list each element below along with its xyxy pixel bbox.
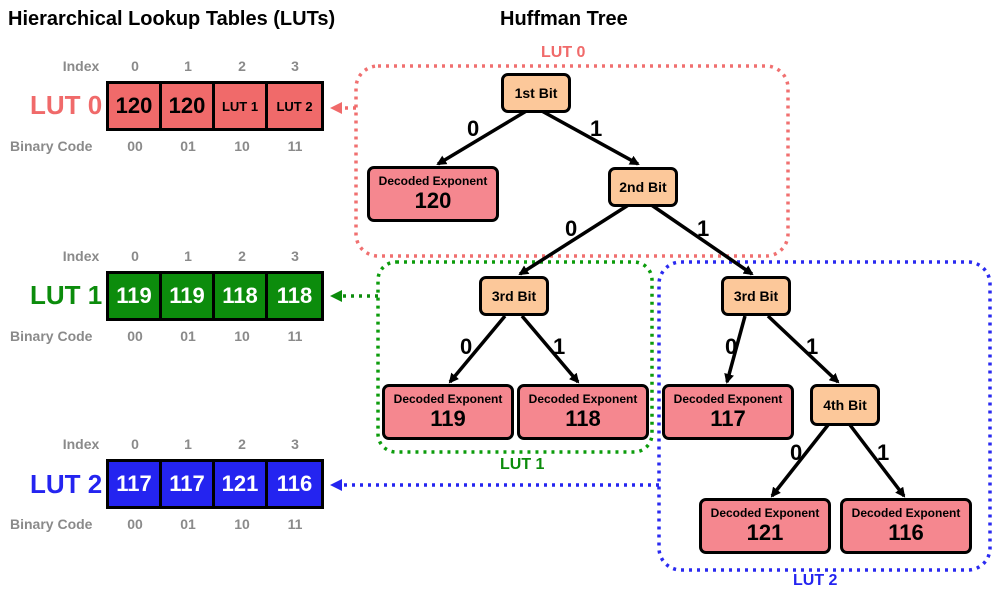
leaf-title: Decoded Exponent — [378, 174, 488, 188]
edge-b4-l121 — [770, 423, 830, 498]
binary-row-label-lut2: Binary Code — [10, 516, 93, 532]
binary-11: 11 — [287, 328, 303, 344]
edge-label-b2-0: 0 — [565, 216, 578, 241]
leaf-value: 118 — [565, 406, 601, 431]
node-4th-bit: 4th Bit — [810, 384, 880, 426]
leaf-118: Decoded Exponent 118 — [517, 384, 649, 440]
binary-00: 00 — [127, 516, 143, 532]
lut0-cell-2: LUT 1 — [215, 84, 268, 128]
lut1-cell-1: 119 — [162, 274, 215, 318]
binary-01: 01 — [180, 138, 196, 154]
node-1st-bit: 1st Bit — [501, 73, 571, 113]
lut1-label: LUT 1 — [30, 280, 103, 310]
edge-label-b3a-0: 0 — [460, 334, 473, 359]
lut0-cell-1: 120 — [162, 84, 215, 128]
lut2-cell-0: 117 — [109, 462, 162, 506]
group-label-lut1: LUT 1 — [500, 456, 545, 473]
binary-00: 00 — [127, 138, 143, 154]
edge-label-b1-1: 1 — [590, 116, 603, 141]
binary-11: 11 — [287, 138, 303, 154]
lut2-table: 117 117 121 116 — [106, 459, 324, 509]
binary-row-label-lut0: Binary Code — [10, 138, 93, 154]
lut1-cell-2: 118 — [215, 274, 268, 318]
lut0-cell-0: 120 — [109, 84, 162, 128]
node-2nd-bit: 2nd Bit — [608, 167, 678, 207]
node-3rd-bit-left: 3rd Bit — [479, 276, 549, 316]
edge-b3b-b4 — [766, 314, 840, 384]
huffman-tree-title: Huffman Tree — [500, 8, 628, 30]
edge-label-b2-1: 1 — [697, 216, 710, 241]
lut0-label: LUT 0 — [30, 90, 103, 120]
edge-label-b1-0: 0 — [467, 116, 480, 141]
index-row-label-lut0: Index — [62, 58, 100, 74]
leaf-value: 121 — [746, 520, 784, 545]
edge-b3b-l117 — [724, 315, 747, 384]
group-box-lut0 — [354, 64, 790, 258]
leaf-value: 117 — [710, 406, 746, 431]
index-0: 0 — [131, 58, 139, 74]
edge-label-b4-1: 1 — [877, 440, 890, 465]
edge-b3a-l118 — [520, 314, 580, 384]
index-row-label-lut2: Index — [62, 436, 100, 452]
edge-label-b3b-0: 0 — [725, 334, 738, 359]
leaf-title: Decoded Exponent — [528, 392, 638, 406]
leaf-120: Decoded Exponent 120 — [367, 166, 499, 222]
index-1: 1 — [184, 248, 192, 264]
index-1: 1 — [184, 436, 192, 452]
index-3: 3 — [291, 248, 299, 264]
edge-b3a-l119 — [448, 314, 507, 384]
leaf-value: 119 — [430, 406, 466, 431]
binary-10: 10 — [234, 328, 250, 344]
index-3: 3 — [291, 58, 299, 74]
group-box-lut2 — [657, 260, 992, 572]
index-2: 2 — [238, 436, 246, 452]
index-2: 2 — [238, 58, 246, 74]
binary-row-label-lut1: Binary Code — [10, 328, 93, 344]
edge-label-b3a-1: 1 — [553, 334, 566, 359]
index-1: 1 — [184, 58, 192, 74]
binary-01: 01 — [180, 516, 196, 532]
binary-10: 10 — [234, 516, 250, 532]
lut2-label: LUT 2 — [30, 469, 103, 499]
index-0: 0 — [131, 436, 139, 452]
lut2-cell-2: 121 — [215, 462, 268, 506]
index-2: 2 — [238, 248, 246, 264]
node-3rd-bit-right: 3rd Bit — [721, 276, 791, 316]
binary-01: 01 — [180, 328, 196, 344]
lut0-table: 120 120 LUT 1 LUT 2 — [106, 81, 324, 131]
edge-b2-b3a — [518, 202, 631, 276]
leaf-117: Decoded Exponent 117 — [662, 384, 794, 440]
leaf-value: 120 — [414, 188, 452, 213]
binary-10: 10 — [234, 138, 250, 154]
leaf-119: Decoded Exponent 119 — [382, 384, 514, 440]
leaf-title: Decoded Exponent — [851, 506, 961, 520]
index-row-label-lut1: Index — [62, 248, 100, 264]
group-label-lut0: LUT 0 — [541, 44, 586, 61]
lut0-cell-3: LUT 2 — [268, 84, 321, 128]
lut1-cell-0: 119 — [109, 274, 162, 318]
leaf-121: Decoded Exponent 121 — [699, 498, 831, 554]
binary-11: 11 — [287, 516, 303, 532]
leaf-title: Decoded Exponent — [710, 506, 820, 520]
lut2-cell-3: 116 — [268, 462, 321, 506]
lut1-cell-3: 118 — [268, 274, 321, 318]
leaf-title: Decoded Exponent — [393, 392, 503, 406]
leaf-title: Decoded Exponent — [673, 392, 783, 406]
lut2-cell-1: 117 — [162, 462, 215, 506]
binary-00: 00 — [127, 328, 143, 344]
edge-label-b3b-1: 1 — [806, 334, 819, 359]
edge-label-b4-0: 0 — [790, 440, 803, 465]
edge-b4-l116 — [848, 423, 906, 498]
group-label-lut2: LUT 2 — [793, 572, 838, 589]
edge-b2-b3b — [649, 202, 754, 276]
leaf-value: 116 — [888, 520, 924, 545]
index-0: 0 — [131, 248, 139, 264]
edge-b1-b2 — [539, 108, 640, 166]
luts-title: Hierarchical Lookup Tables (LUTs) — [8, 8, 336, 30]
leaf-116: Decoded Exponent 116 — [840, 498, 972, 554]
edge-b1-l120 — [436, 108, 529, 166]
lut1-table: 119 119 118 118 — [106, 271, 324, 321]
index-3: 3 — [291, 436, 299, 452]
